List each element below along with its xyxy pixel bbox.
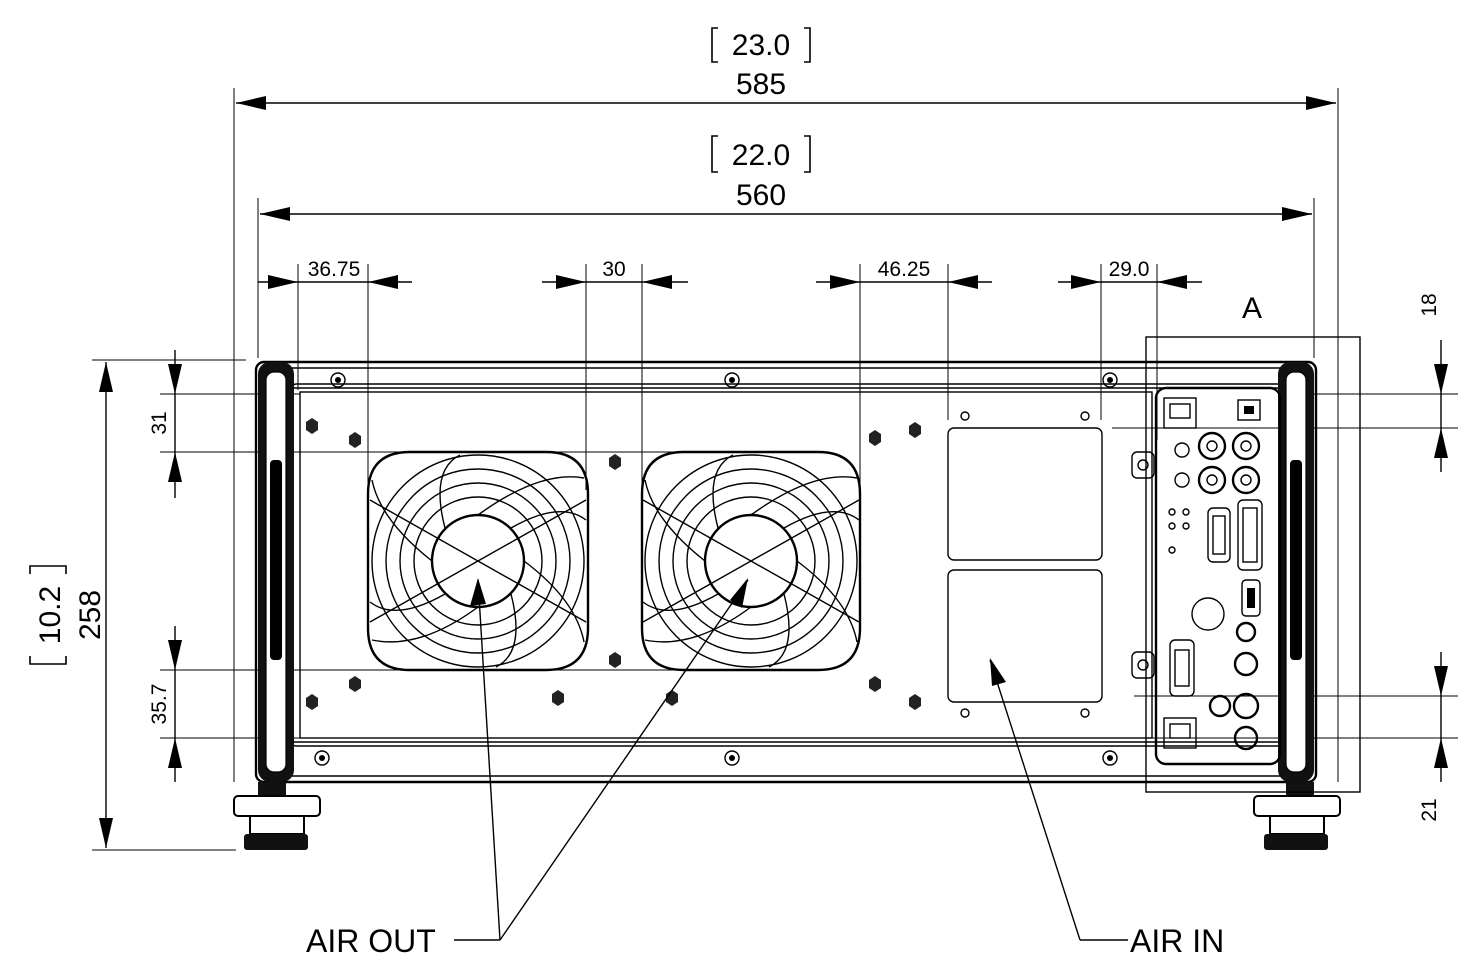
- air-intake-panels: [947, 411, 1103, 718]
- air-out-callout: AIR OUT: [306, 578, 749, 959]
- overall-width-mm: 585: [736, 68, 786, 101]
- offset-1-label: 36.75: [308, 258, 361, 281]
- offset-2-label: 46.25: [878, 258, 931, 281]
- dim-height: 10.2 258: [29, 359, 246, 851]
- hex-nuts: [306, 418, 921, 710]
- dim-left-bottom: 35.7: [148, 626, 680, 782]
- left-handle: [258, 362, 294, 782]
- left-top-label: 31: [148, 411, 171, 434]
- overall-width-in: 23.0: [732, 29, 790, 62]
- right-handle: [1278, 362, 1314, 782]
- dim-body-width: 22.0 560: [257, 135, 1315, 358]
- height-mm: 258: [74, 590, 107, 640]
- right-foot: [1253, 782, 1341, 850]
- air-in-callout: AIR IN: [989, 658, 1224, 959]
- left-bottom-label: 35.7: [148, 684, 171, 725]
- fan-right: [640, 450, 862, 672]
- dim-offset-3: 29.0: [1058, 258, 1202, 440]
- fan-gap-label: 30: [602, 258, 625, 281]
- bottom-offset-label: 21: [1418, 798, 1441, 821]
- air-out-label: AIR OUT: [306, 923, 436, 959]
- dim-offset-2: 46.25: [816, 258, 992, 490]
- detail-a-label: A: [1242, 292, 1262, 325]
- fan-left: [366, 450, 590, 672]
- rail-screws: [314, 372, 1118, 766]
- top-offset-label: 18: [1418, 293, 1441, 316]
- dim-overall-width: 23.0 585: [233, 27, 1339, 782]
- left-foot: [233, 782, 321, 850]
- offset-3-label: 29.0: [1109, 258, 1150, 281]
- body-width-in: 22.0: [732, 139, 790, 172]
- connector-panel: A: [1131, 292, 1361, 793]
- air-in-label: AIR IN: [1130, 923, 1224, 959]
- height-in: 10.2: [34, 586, 67, 644]
- body-width-mm: 560: [736, 179, 786, 212]
- dim-offset-1: 36.75: [258, 258, 412, 490]
